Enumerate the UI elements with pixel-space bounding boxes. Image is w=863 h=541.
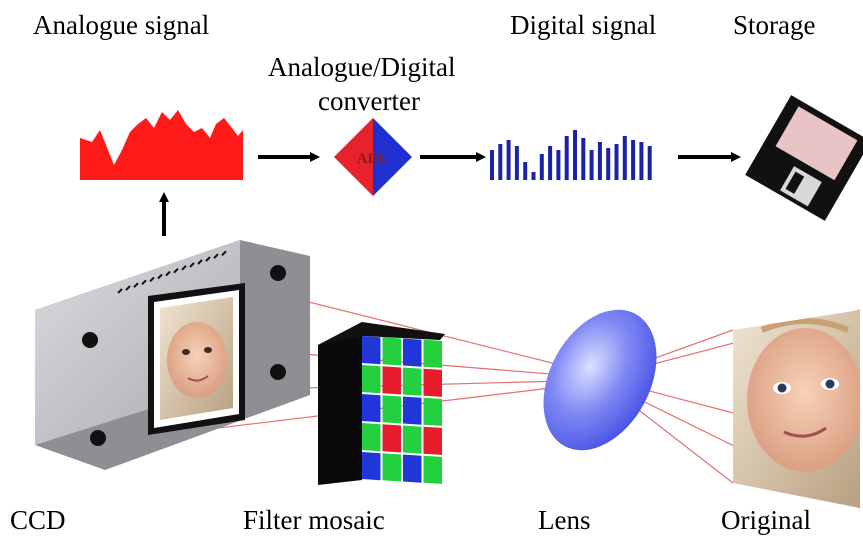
digital-bar: [490, 150, 494, 180]
digital-bar: [589, 150, 594, 180]
adc-label: ADC: [357, 151, 390, 167]
ccd-pin: [181, 265, 187, 271]
bayer-filter: [318, 322, 445, 485]
bayer-cell: [423, 426, 442, 455]
bayer-cell: [403, 425, 422, 454]
ccd-pin: [197, 259, 203, 265]
ccd-pin: [141, 279, 147, 286]
digital-bar: [564, 136, 569, 180]
ccd-pin: [165, 270, 171, 277]
analogue-signal-label: Analogue signal: [33, 10, 210, 40]
digital-bar: [631, 140, 636, 180]
original-label: Original: [721, 505, 811, 535]
original-baby-photo: [733, 310, 860, 508]
bayer-cell: [362, 365, 381, 394]
ccd-mount-hole: [270, 364, 286, 380]
bayer-cell: [423, 397, 442, 426]
analogue-waveform-icon: [80, 110, 243, 180]
digital-bar: [498, 144, 503, 180]
digital-bar: [548, 146, 553, 180]
digital-bar: [514, 146, 519, 180]
bayer-cell: [423, 339, 442, 368]
ccd-pin: [205, 256, 211, 262]
bayer-cell: [382, 424, 401, 453]
floppy-disk-icon: [745, 95, 863, 221]
ccd-pins: [117, 250, 227, 294]
bayer-cell: [403, 338, 422, 367]
bayer-cell: [382, 366, 401, 395]
digital-bar: [506, 140, 511, 180]
ccd-mount-hole: [82, 332, 98, 348]
bayer-cell: [403, 367, 422, 396]
digital-signal-label: Digital signal: [510, 10, 657, 40]
ccd-pin: [149, 276, 155, 283]
ccd-mount-hole: [90, 430, 106, 446]
digital-bar: [581, 138, 586, 180]
bayer-cell: [382, 453, 401, 482]
bayer-cell: [362, 336, 381, 365]
ccd-pin: [117, 288, 123, 294]
ccd-baby-photo: [160, 297, 233, 420]
filter-mosaic-label: Filter mosaic: [243, 505, 385, 535]
lens-label: Lens: [538, 505, 591, 535]
bayer-cell: [382, 337, 401, 366]
bayer-cell: [423, 368, 442, 397]
ccd-pin: [189, 262, 195, 268]
digital-bar: [556, 150, 561, 180]
digital-bar: [523, 162, 528, 180]
digital-bar: [531, 172, 536, 180]
ccd-pin: [173, 267, 179, 274]
bayer-cell: [403, 396, 422, 425]
ccd-pin: [157, 273, 163, 280]
ccd-sensor: [35, 240, 310, 470]
digital-bar: [597, 142, 602, 180]
ccd-pin: [133, 282, 139, 288]
converter-label-line1: Analogue/Digital: [268, 52, 456, 82]
ccd-pin: [213, 253, 219, 259]
bayer-cell: [362, 452, 381, 481]
bayer-cell: [382, 395, 401, 424]
bayer-cell: [423, 455, 442, 484]
lens-ellipse: [543, 309, 657, 451]
ccd-pin: [125, 285, 131, 291]
digital-bars-icon: [490, 130, 652, 180]
bayer-cell: [362, 394, 381, 423]
digital-bar: [606, 148, 611, 180]
bayer-cell: [362, 423, 381, 452]
bayer-cell: [403, 454, 422, 483]
digital-bar: [539, 154, 544, 180]
digital-bar: [614, 144, 619, 180]
converter-label-line2: converter: [318, 86, 420, 116]
digital-bar: [573, 130, 577, 180]
digital-bar: [639, 142, 644, 180]
ccd-mount-hole: [270, 265, 286, 281]
ccd-label: CCD: [10, 505, 66, 535]
digital-bar: [622, 136, 627, 180]
adc-diamond-icon: ADC: [334, 118, 412, 196]
digital-bar: [647, 146, 652, 180]
ccd-pin: [221, 250, 227, 257]
storage-label: Storage: [733, 10, 816, 40]
